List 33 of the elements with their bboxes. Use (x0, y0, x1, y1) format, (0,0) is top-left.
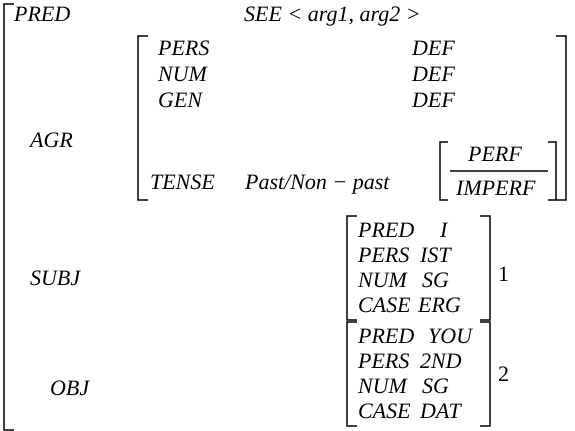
value-text: YOU (428, 324, 472, 348)
index-number: 2 (498, 362, 509, 386)
value-text: DEF (412, 36, 455, 60)
feature-label: OBJ (50, 376, 90, 400)
feature-label: AGR (30, 128, 73, 152)
feature-label: PRED (14, 2, 70, 26)
feature-label: GEN (158, 88, 202, 112)
feature-label: CASE (358, 399, 411, 423)
value-text: DEF (412, 88, 455, 112)
feature-label: PERS (358, 243, 410, 267)
feature-label: CASE (358, 293, 411, 317)
value-text: IST (420, 243, 451, 267)
feature-label: NUM (358, 374, 407, 398)
feature-label: NUM (158, 62, 207, 86)
feature-label: TENSE (150, 170, 215, 194)
feature-label: NUM (358, 268, 407, 292)
value-text: DEF (412, 62, 455, 86)
value-text: ERG (418, 293, 461, 317)
value-text: SG (422, 268, 449, 292)
feature-label: PRED (358, 218, 414, 242)
value-text: I (440, 218, 448, 242)
feature-label: PERS (158, 36, 210, 60)
index-number: 1 (498, 262, 509, 286)
value-text: 2ND (420, 349, 462, 373)
feature-label: PERS (358, 349, 410, 373)
value-text: SG (422, 374, 449, 398)
value-text: PERF (468, 142, 522, 166)
value-text: Past/Non − past (245, 170, 390, 194)
value-text: IMPERF (456, 176, 536, 200)
value-text: DAT (420, 399, 461, 423)
value-text: SEE < arg1, arg2 > (244, 2, 421, 26)
feature-label: SUBJ (30, 266, 80, 290)
feature-label: PRED (358, 324, 414, 348)
